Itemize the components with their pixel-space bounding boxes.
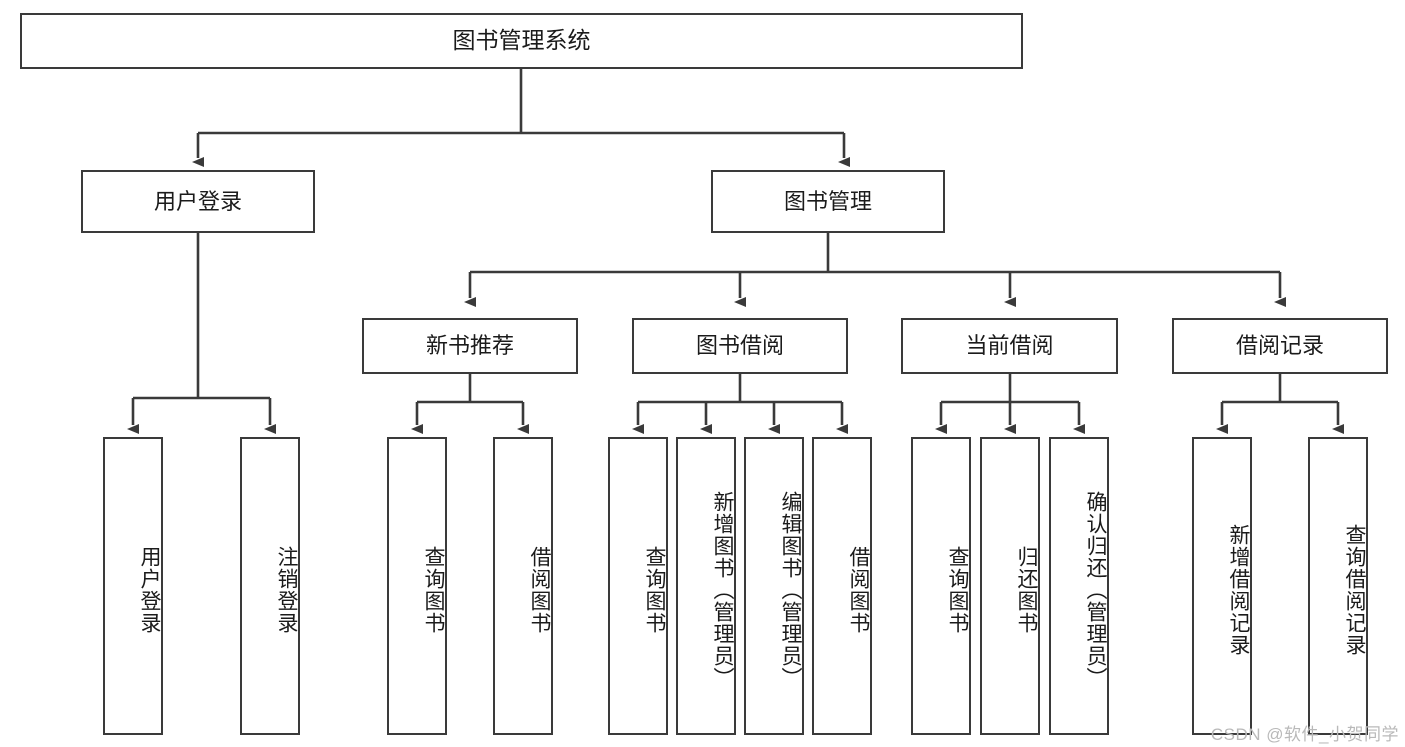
leaf-logout[interactable]: 注销登录 <box>240 437 300 735</box>
leaf-user-login[interactable]: 用户登录 <box>103 437 163 735</box>
leaf-user-login-label: 用户登录 <box>138 546 161 634</box>
leaf-add-record-label: 新增借阅记录 <box>1227 524 1250 656</box>
node-book-manage-label: 图书管理 <box>783 188 872 214</box>
node-book-borrow[interactable]: 图书借阅 <box>632 318 848 374</box>
leaf-borrow-book-2[interactable]: 借阅图书 <box>812 437 872 735</box>
leaf-logout-label: 注销登录 <box>275 546 298 634</box>
leaf-query-book-1-label: 查询图书 <box>422 546 445 634</box>
leaf-query-book-2[interactable]: 查询图书 <box>608 437 668 735</box>
node-new-book-rec-label: 新书推荐 <box>425 333 514 359</box>
leaf-borrow-book-1-label: 借阅图书 <box>528 546 551 634</box>
node-user-login-label: 用户登录 <box>153 188 242 214</box>
leaf-edit-book[interactable]: 编辑图书（管理员） <box>744 437 804 735</box>
node-root-label: 图书管理系统 <box>452 27 591 54</box>
leaf-query-record-label: 查询借阅记录 <box>1343 524 1366 656</box>
leaf-borrow-book-2-label: 借阅图书 <box>847 546 870 634</box>
node-current-borrow-label: 当前借阅 <box>965 333 1054 359</box>
leaf-add-book[interactable]: 新增图书（管理员） <box>676 437 736 735</box>
leaf-confirm-return[interactable]: 确认归还（管理员） <box>1049 437 1109 735</box>
node-new-book-rec[interactable]: 新书推荐 <box>362 318 578 374</box>
leaf-query-book-3[interactable]: 查询图书 <box>911 437 971 735</box>
leaf-confirm-return-label: 确认归还（管理员） <box>1084 491 1107 689</box>
leaf-edit-book-label: 编辑图书（管理员） <box>779 491 802 689</box>
node-borrow-record[interactable]: 借阅记录 <box>1172 318 1388 374</box>
node-current-borrow[interactable]: 当前借阅 <box>901 318 1118 374</box>
leaf-query-book-1[interactable]: 查询图书 <box>387 437 447 735</box>
leaf-query-book-2-label: 查询图书 <box>643 546 666 634</box>
leaf-query-record[interactable]: 查询借阅记录 <box>1308 437 1368 735</box>
leaf-borrow-book-1[interactable]: 借阅图书 <box>493 437 553 735</box>
watermark-text: CSDN @软件_小贺同学 <box>1210 725 1399 744</box>
node-root[interactable]: 图书管理系统 <box>20 13 1023 69</box>
node-book-borrow-label: 图书借阅 <box>695 333 784 359</box>
node-book-manage[interactable]: 图书管理 <box>711 170 945 233</box>
leaf-return-book-label: 归还图书 <box>1015 546 1038 634</box>
node-user-login[interactable]: 用户登录 <box>81 170 315 233</box>
leaf-return-book[interactable]: 归还图书 <box>980 437 1040 735</box>
node-borrow-record-label: 借阅记录 <box>1235 333 1324 359</box>
leaf-add-book-label: 新增图书（管理员） <box>711 491 734 689</box>
leaf-add-record[interactable]: 新增借阅记录 <box>1192 437 1252 735</box>
leaf-query-book-3-label: 查询图书 <box>946 546 969 634</box>
